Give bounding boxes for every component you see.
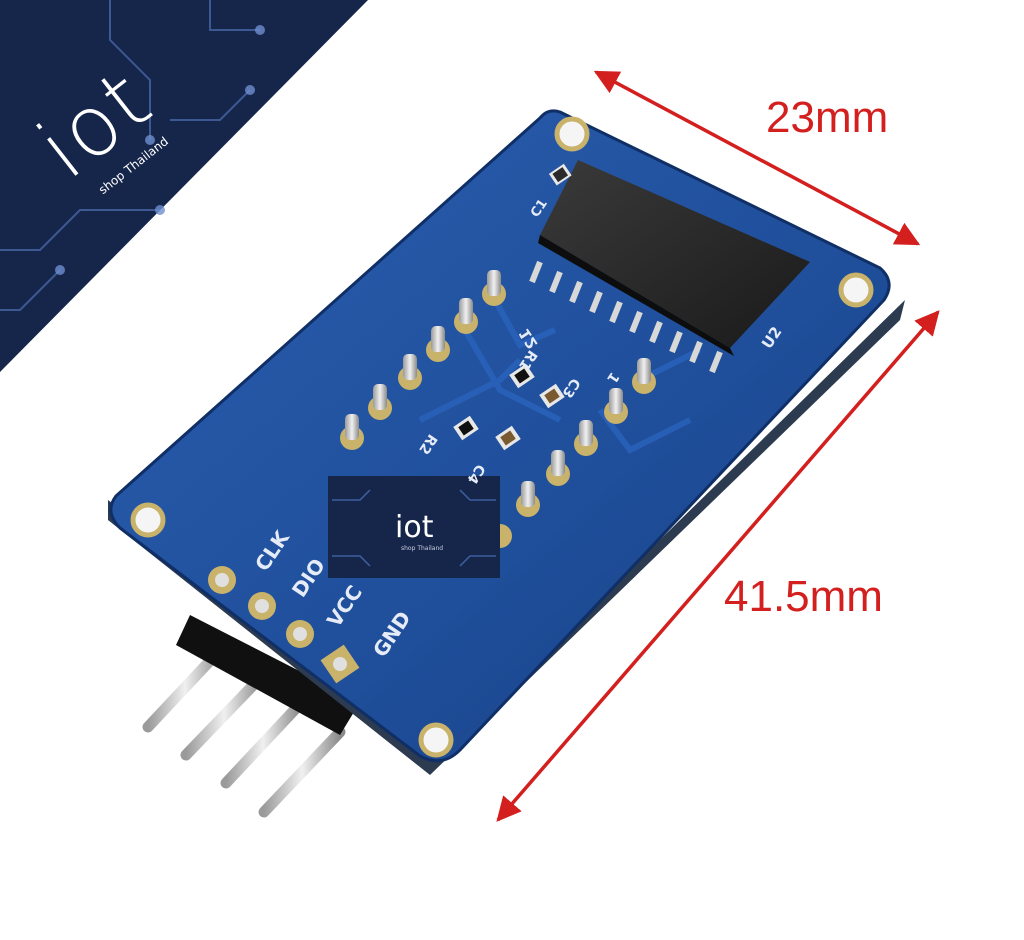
badge-logo-text: iot [395, 510, 434, 545]
header-pads [208, 566, 360, 684]
badge-logo-subtext: shop Thailand [401, 545, 444, 552]
length-dimension-label: 41.5mm [724, 572, 883, 621]
dimension-arrows [496, 70, 940, 822]
header-pins [142, 615, 360, 818]
width-dimension-label: 23mm [766, 93, 889, 142]
display-pins-top [340, 270, 506, 450]
watermark-badge [328, 476, 500, 578]
length-arrow [496, 310, 940, 822]
brand-corner [0, 0, 368, 372]
width-arrow [593, 70, 921, 246]
